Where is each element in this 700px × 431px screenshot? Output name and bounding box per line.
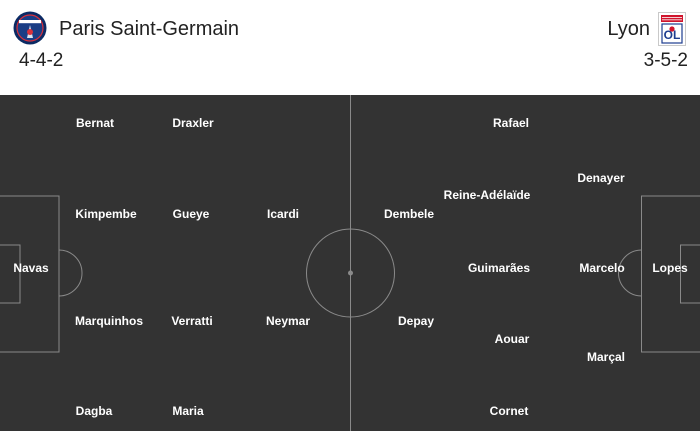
player-marcelo[interactable]: Marcelo <box>579 261 625 275</box>
player-gueye[interactable]: Gueye <box>172 207 210 221</box>
away-team-name: Lyon <box>607 18 650 40</box>
player-dagba[interactable]: Dagba <box>75 404 113 418</box>
player-reine-adelaide[interactable]: Reine-Adélaïde <box>443 188 531 202</box>
player-icardi[interactable]: Icardi <box>266 207 300 221</box>
player-neymar[interactable]: Neymar <box>265 314 311 328</box>
player-kimpembe[interactable]: Kimpembe <box>75 207 137 221</box>
away-formation: 3-5-2 <box>643 50 688 71</box>
player-dembele[interactable]: Dembele <box>383 207 435 221</box>
home-formation: 4-4-2 <box>19 50 64 71</box>
player-lopes[interactable]: Lopes <box>652 261 688 275</box>
player-rafael[interactable]: Rafael <box>492 116 530 130</box>
player-aouar[interactable]: Aouar <box>494 332 530 346</box>
player-depay[interactable]: Depay <box>397 314 435 328</box>
pitch-markings <box>0 95 700 431</box>
psg-crest-icon <box>13 11 47 45</box>
olympique-lyonnais-crest-icon: OL <box>658 12 686 46</box>
player-cornet[interactable]: Cornet <box>489 404 529 418</box>
player-marcal[interactable]: Marçal <box>586 350 626 364</box>
player-denayer[interactable]: Denayer <box>577 171 625 185</box>
player-verratti[interactable]: Verratti <box>171 314 213 328</box>
player-guimaraes[interactable]: Guimarães <box>467 261 531 275</box>
football-pitch: Bernat Draxler Kimpembe Gueye Icardi Nav… <box>0 95 700 431</box>
player-maria[interactable]: Maria <box>172 404 204 418</box>
player-draxler[interactable]: Draxler <box>172 116 214 130</box>
player-bernat[interactable]: Bernat <box>75 116 115 130</box>
match-header: Paris Saint-Germain 4-4-2 Lyon OL 3-5-2 <box>0 0 700 95</box>
home-team-name: Paris Saint-Germain <box>59 18 240 40</box>
svg-text:OL: OL <box>664 28 681 42</box>
player-navas[interactable]: Navas <box>13 261 49 275</box>
player-marquinhos[interactable]: Marquinhos <box>75 314 143 328</box>
